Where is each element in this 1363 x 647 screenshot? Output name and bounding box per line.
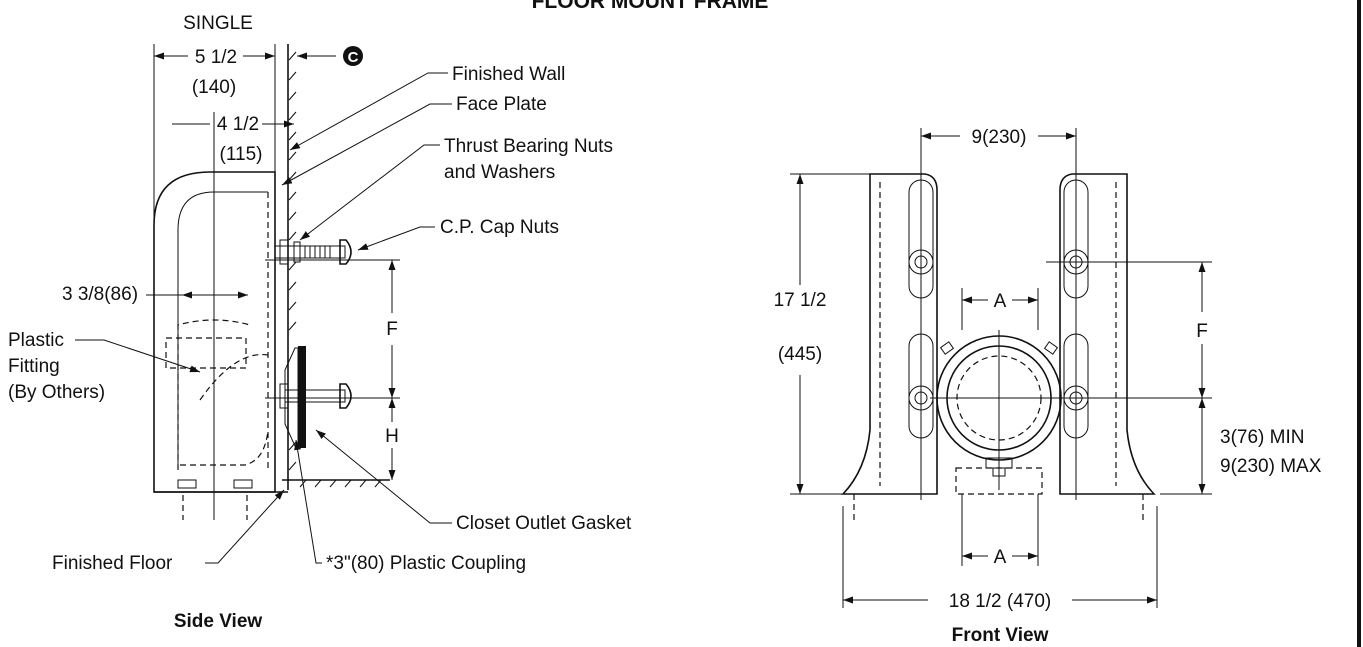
label-finished-wall: Finished Wall bbox=[452, 64, 565, 85]
coupling-hidden bbox=[955, 467, 1043, 495]
label-plastic-1: Plastic bbox=[8, 330, 64, 351]
label-thrust-2: and Washers bbox=[444, 162, 555, 183]
leader-plastic bbox=[75, 339, 201, 373]
clamp-screw bbox=[1043, 341, 1059, 355]
dim-inner-mm: (115) bbox=[220, 144, 263, 165]
frame-feet bbox=[177, 479, 253, 520]
frame-inner-line bbox=[177, 191, 268, 470]
face-plate bbox=[284, 347, 299, 447]
dim-front-min: 3(76) MIN bbox=[1220, 427, 1304, 448]
dim-f: F bbox=[386, 319, 398, 340]
centerline-symbol-icon bbox=[343, 46, 363, 66]
label-coupling: *3"(80) Plastic Coupling bbox=[326, 553, 526, 574]
lower-bolt bbox=[279, 383, 352, 409]
side-view: SINGLE 5 1/2 (140) 4 1/2 (115) C bbox=[8, 13, 632, 632]
leader-thrust bbox=[299, 144, 440, 241]
dim-width-mm: (140) bbox=[192, 77, 236, 98]
label-gasket: Closet Outlet Gasket bbox=[456, 513, 632, 534]
frame-outline bbox=[153, 171, 276, 493]
dim-front-bottom: 18 1/2 (470) bbox=[949, 591, 1051, 612]
left-upright bbox=[841, 173, 938, 495]
centerline-symbol: C bbox=[348, 49, 359, 66]
upper-bolt bbox=[274, 239, 352, 265]
fitting-hidden bbox=[177, 319, 251, 470]
leader-cap-nuts bbox=[357, 226, 435, 251]
page-border bbox=[1357, 0, 1361, 647]
dim-a-bottom: A bbox=[994, 547, 1007, 568]
label-plastic-3: (By Others) bbox=[8, 382, 105, 403]
label-finished-floor: Finished Floor bbox=[52, 553, 173, 574]
fitting-hidden bbox=[180, 429, 269, 466]
side-view-heading: SINGLE bbox=[183, 13, 253, 34]
label-thrust-1: Thrust Bearing Nuts bbox=[444, 136, 613, 157]
right-upright bbox=[1059, 173, 1156, 495]
dim-front-top: 9(230) bbox=[972, 127, 1027, 148]
front-view-caption: Front View bbox=[952, 625, 1049, 646]
label-face-plate: Face Plate bbox=[456, 94, 547, 115]
leader-gasket bbox=[315, 429, 452, 524]
dim-inner-in: 4 1/2 bbox=[217, 114, 259, 135]
side-view-caption: Side View bbox=[174, 611, 263, 632]
label-plastic-2: Fitting bbox=[8, 356, 60, 377]
page-title: FLOOR MOUNT FRAME bbox=[532, 0, 769, 13]
floor-hatch bbox=[299, 479, 382, 488]
dim-front-height-mm: (445) bbox=[778, 344, 822, 365]
leader-face-plate bbox=[281, 103, 452, 186]
closet-outlet-gasket bbox=[298, 346, 306, 448]
leader-finished-wall bbox=[289, 72, 448, 151]
wall-hatch bbox=[288, 51, 297, 471]
dim-a-top: A bbox=[994, 291, 1007, 312]
leader-finished-floor bbox=[205, 489, 285, 564]
dim-width-in: 5 1/2 bbox=[195, 47, 237, 68]
clamp-screw bbox=[939, 341, 955, 355]
dim-front-height-in: 17 1/2 bbox=[774, 290, 827, 311]
dim-front-f: F bbox=[1196, 321, 1208, 342]
dim-h: H bbox=[385, 426, 399, 447]
front-view: 9(230) 17 1/2 (445) bbox=[774, 127, 1322, 646]
fitting-hidden bbox=[165, 337, 247, 369]
fitting-hidden bbox=[199, 353, 269, 401]
label-cap-nuts: C.P. Cap Nuts bbox=[440, 217, 559, 238]
dim-front-max: 9(230) MAX bbox=[1220, 456, 1322, 477]
dim-pipe: 3 3/8(86) bbox=[62, 284, 138, 305]
leader-coupling bbox=[294, 439, 322, 564]
